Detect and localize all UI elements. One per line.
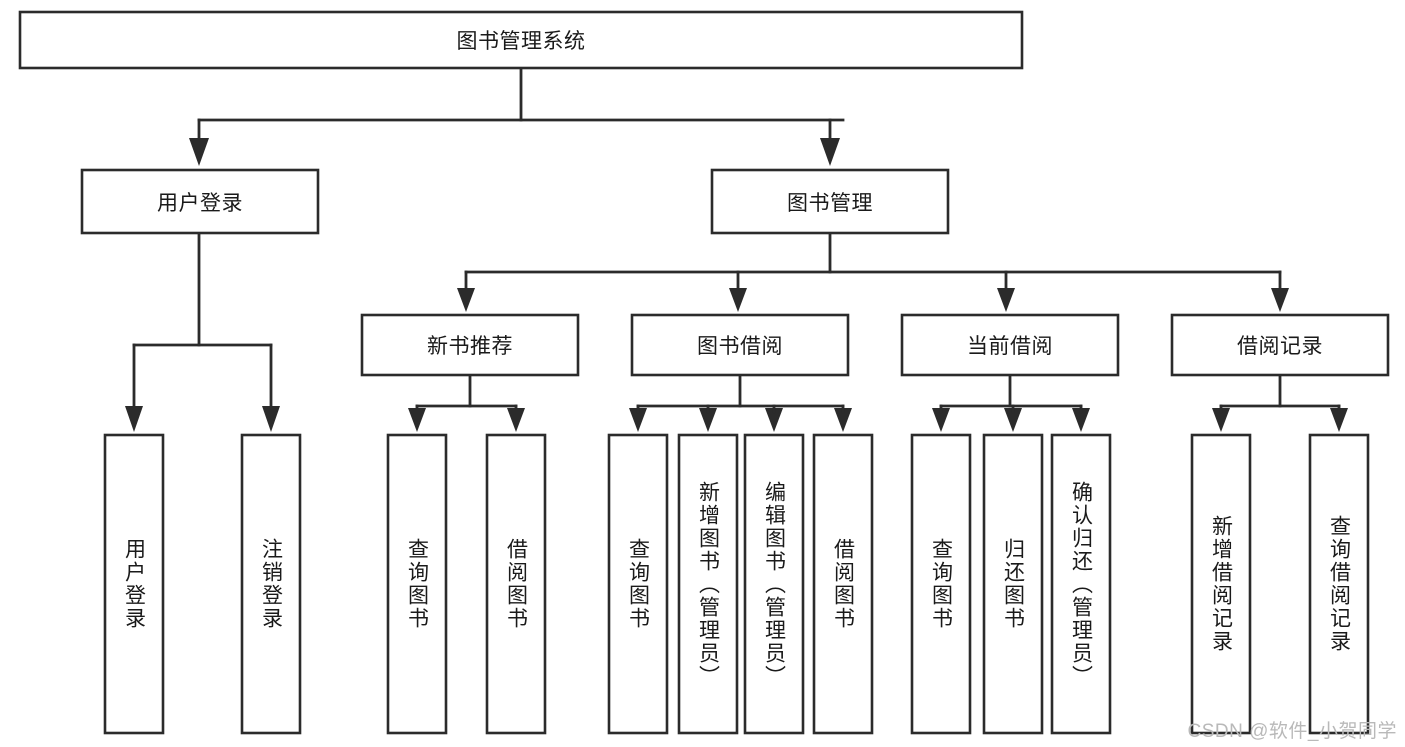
arrowhead-root-to-user-login bbox=[189, 138, 209, 166]
connector-group-book-borrow bbox=[629, 373, 852, 432]
connector-group-borrow-record bbox=[1212, 373, 1348, 432]
node-box-leaf-add-record[interactable] bbox=[1190, 433, 1252, 735]
node-box-new-book-recommend[interactable] bbox=[360, 313, 580, 377]
arrowhead-bb-leaf-1 bbox=[629, 408, 647, 432]
arrowhead-bm-to-new-book-recommend bbox=[457, 288, 475, 312]
arrowhead-bm-to-book-borrow bbox=[729, 288, 747, 312]
node-box-root[interactable] bbox=[18, 10, 1024, 70]
arrowhead-br-leaf-2 bbox=[1330, 408, 1348, 432]
node-box-leaf-return-book[interactable] bbox=[982, 433, 1044, 735]
arrowhead-cb-leaf-3 bbox=[1072, 408, 1090, 432]
connector-group-book-management bbox=[457, 231, 1289, 312]
node-box-book-management[interactable] bbox=[710, 168, 950, 235]
node-box-leaf-query-book-new[interactable] bbox=[386, 433, 448, 735]
connector-group-current-borrow bbox=[932, 373, 1090, 432]
connector-group-user-login bbox=[125, 231, 280, 432]
node-box-leaf-add-book[interactable] bbox=[677, 433, 739, 735]
node-box-borrow-record[interactable] bbox=[1170, 313, 1390, 377]
node-box-leaf-logout[interactable] bbox=[240, 433, 302, 735]
arrowhead-nbr-leaf-2 bbox=[507, 408, 525, 432]
arrowhead-bm-to-current-borrow bbox=[997, 288, 1015, 312]
connector-group-root bbox=[189, 66, 845, 166]
arrowhead-bb-leaf-4 bbox=[834, 408, 852, 432]
arrowhead-user-login-leaf-2 bbox=[262, 406, 280, 432]
node-box-leaf-confirm-return[interactable] bbox=[1050, 433, 1112, 735]
arrowhead-cb-leaf-2 bbox=[1004, 408, 1022, 432]
arrowhead-nbr-leaf-1 bbox=[408, 408, 426, 432]
arrowhead-user-login-leaf-1 bbox=[125, 406, 143, 432]
node-box-leaf-edit-book[interactable] bbox=[743, 433, 805, 735]
node-box-leaf-query-book-borrow[interactable] bbox=[607, 433, 669, 735]
arrowhead-br-leaf-1 bbox=[1212, 408, 1230, 432]
arrowhead-bb-leaf-2 bbox=[699, 408, 717, 432]
node-box-current-borrow[interactable] bbox=[900, 313, 1120, 377]
node-box-user-login[interactable] bbox=[80, 168, 320, 235]
arrowhead-bb-leaf-3 bbox=[765, 408, 783, 432]
arrowhead-cb-leaf-1 bbox=[932, 408, 950, 432]
node-box-leaf-user-login[interactable] bbox=[103, 433, 165, 735]
node-box-leaf-query-record[interactable] bbox=[1308, 433, 1370, 735]
node-box-book-borrow[interactable] bbox=[630, 313, 850, 377]
node-box-leaf-query-book-current[interactable] bbox=[910, 433, 972, 735]
arrowhead-root-to-book-management bbox=[820, 138, 840, 166]
node-box-leaf-borrow-book[interactable] bbox=[812, 433, 874, 735]
arrowhead-bm-to-borrow-record bbox=[1271, 288, 1289, 312]
connector-group-new-book-recommend bbox=[408, 373, 525, 432]
node-box-leaf-borrow-book-new[interactable] bbox=[485, 433, 547, 735]
